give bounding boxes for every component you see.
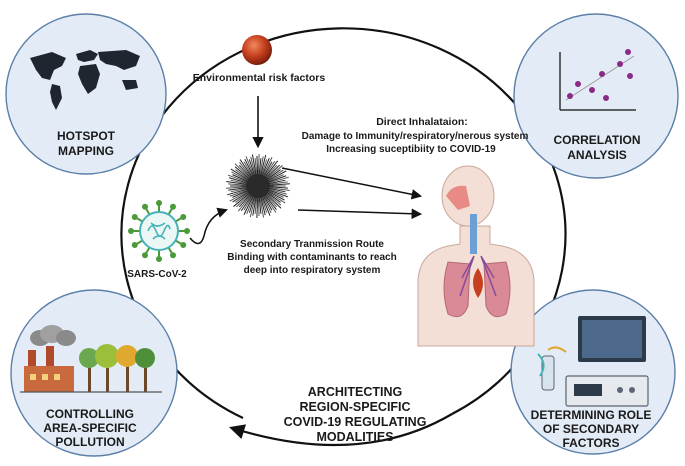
architecting-label-line3: COVID-19 REGULATING — [284, 415, 427, 429]
human-respiratory-icon — [417, 165, 535, 347]
world-map-icon — [30, 50, 140, 110]
virus-to-particle-arrow — [189, 207, 228, 245]
hotspot-label-line2: MAPPING — [58, 144, 114, 158]
correlation-label-line1: CORRELATION — [553, 133, 640, 147]
hotspot-label-line1: HOTSPOT — [57, 129, 116, 143]
direct-inhalation-arrow — [281, 167, 423, 200]
particulate-matter-icon — [226, 154, 290, 218]
determining-label-line2: OF SECONDARY — [543, 422, 639, 436]
cycle-arrow — [229, 413, 453, 447]
scatter-plot-icon — [559, 49, 636, 111]
secondary-route-title: Secondary Tranmission Route — [240, 239, 384, 250]
cycle-circle — [120, 27, 567, 419]
controlling-label-line1: CONTROLLING — [46, 407, 134, 421]
architecting-label-line2: REGION-SPECIFIC — [299, 400, 410, 414]
correlation-circle — [513, 13, 679, 179]
virus-label: SARS-CoV-2 — [127, 269, 187, 280]
laptop-instrument-icon — [537, 316, 649, 407]
determining-label-line1: DETERMINING ROLE — [531, 408, 652, 422]
factory-trees-icon — [20, 325, 162, 393]
correlation-label-line2: ANALYSIS — [567, 148, 627, 162]
virus-icon — [128, 200, 190, 262]
direct-inhalation-title: Direct Inhalataion: — [376, 116, 468, 128]
controlling-label-line2: AREA-SPECIFIC — [43, 421, 137, 435]
controlling-label-line3: POLLUTION — [55, 435, 124, 449]
architecting-label-line1: ARCHITECTING — [308, 385, 402, 399]
architecting-label-line4: MODALITIES — [316, 430, 393, 444]
determining-label-line3: FACTORS — [562, 436, 619, 450]
environmental-risk-icon — [242, 35, 272, 65]
secondary-route-line1: Binding with contaminants to reach — [227, 252, 396, 263]
secondary-route-arrow — [297, 208, 423, 219]
secondary-route-line2: deep into respiratory system — [244, 265, 381, 276]
environmental-risk-label: Environmental risk factors — [193, 72, 326, 84]
direct-inhalation-line1: Damage to Immunity/respiratory/nerous sy… — [302, 131, 529, 142]
direct-inhalation-line2: Increasing suceptibiity to COVID-19 — [326, 144, 496, 155]
